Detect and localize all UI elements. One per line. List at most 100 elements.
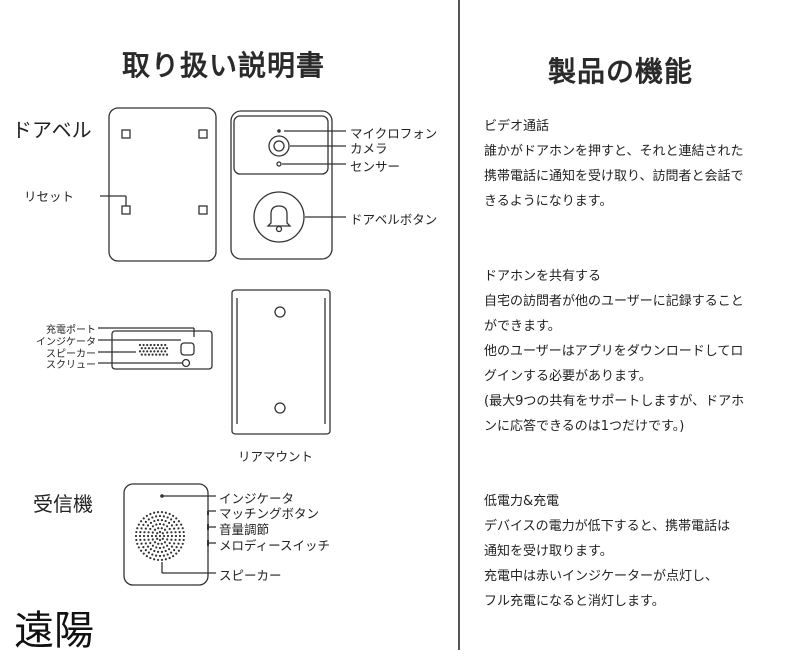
speaker-hole [177,542,180,545]
speaker-hole [147,518,150,521]
feature-heading: ビデオ通話 [484,119,550,134]
speaker-hole [175,523,178,526]
speaker-hole [156,350,160,353]
speaker-hole [164,519,167,523]
speaker-hole [172,554,175,558]
camera-lens-inner [273,140,285,152]
speaker-hole [151,553,154,556]
speaker-hole [162,523,165,526]
speaker-hole [168,556,171,560]
receiver-outline [123,483,209,586]
screw-hole [121,129,131,139]
speaker-hole [162,347,165,350]
speaker-hole [166,538,169,541]
speaker-hole [156,558,160,562]
speaker-hole [174,534,178,538]
speaker-hole [182,530,185,534]
speaker-hole [156,550,160,553]
speaker-hole [140,527,143,530]
speaker-hole [172,514,175,518]
feature-line: 携帯電話に通知を受け取り、訪問者と会話で [484,169,744,184]
speaker-hole [165,353,169,356]
speaker-hole [149,556,152,560]
speaker-hole [146,524,150,527]
speaker-hole [164,511,167,514]
speaker-hole [178,538,181,542]
speaker-hole [149,343,152,347]
speaker-hole [157,527,160,530]
speaker-hole [174,538,177,541]
speaker-hole [160,519,164,522]
speaker-hole [155,347,158,350]
speaker-hole [165,544,169,547]
speaker-hole [182,534,186,538]
speaker-hole [149,541,152,545]
speaker-hole [175,517,178,520]
screw-label: スクリュー [46,360,96,371]
speaker-hole [140,542,143,545]
sensor-label: センサー [350,159,401,174]
speaker-hole [154,534,158,538]
feature-line: デバイスの電力が低下すると、携帯電話は [484,519,731,534]
speaker-hole [158,538,162,542]
speaker-hole [166,553,169,556]
speaker-hole [137,523,140,526]
speaker-hole [160,558,164,562]
speaker-hole [170,545,174,548]
speaker-hole [165,347,169,350]
doorbell-back-outline [108,107,217,262]
speaker-hole [177,520,181,523]
speaker-hole [140,347,143,350]
speaker-hole [166,516,169,519]
speaker-hole [139,520,143,523]
receiver-indicator-dot [160,494,164,498]
speaker-hole [158,522,162,526]
speaker-hole [140,353,143,356]
feature-line: 充電中は赤いインジケーターが点灯し、 [484,569,719,584]
speaker-hole [158,554,162,558]
speaker-hole [180,523,183,526]
speaker-hole [151,531,154,534]
volume-label: 音量調節 [219,522,270,537]
speaker-hole [151,544,155,547]
feature-line: 誰かがドアホンを押すと、それと連結された [484,144,744,159]
speaker-hole [142,523,145,526]
speaker-hole [175,546,178,549]
speaker-hole [160,350,163,353]
speaker-hole [153,519,156,523]
speaker-hole [149,521,153,524]
speaker-hole [170,524,174,527]
speaker-hole [155,353,158,356]
speaker-hole [144,347,147,350]
speaker-hole [162,554,166,557]
camera-lens-outer [268,135,290,157]
microphone-label: マイクロフォン [350,126,438,141]
screw-hole [198,205,208,215]
speaker-hole [160,510,164,514]
speaker-hole [144,353,147,356]
speaker-hole [178,530,181,534]
sensor-dot [276,161,282,167]
speaker-hole [142,546,145,549]
speaker-hole [156,510,160,514]
speaker-hole [177,527,180,530]
speaker-hole [156,519,160,522]
speaker-hole [165,525,169,528]
speaker-hole [181,527,184,530]
feature-line: きるようになります。 [484,194,613,209]
speaker-hole [175,552,178,555]
doorbell-section-label: ドアベル [12,118,92,142]
mount-hole-top [274,306,286,318]
speaker-hole [168,527,171,531]
speaker-hole [163,541,167,544]
feature-line: フル充電になると消灯します。 [484,594,665,609]
speaker-hole [167,548,171,551]
speaker-hole [158,534,162,538]
speaker-hole [178,534,182,538]
feature-line: ができます。 [484,319,561,334]
speaker-hole [138,350,142,353]
speaker-hole [142,350,145,353]
speaker-hole [151,538,154,541]
speaker-hole [137,546,140,549]
doorbell-front-outline [230,110,333,260]
